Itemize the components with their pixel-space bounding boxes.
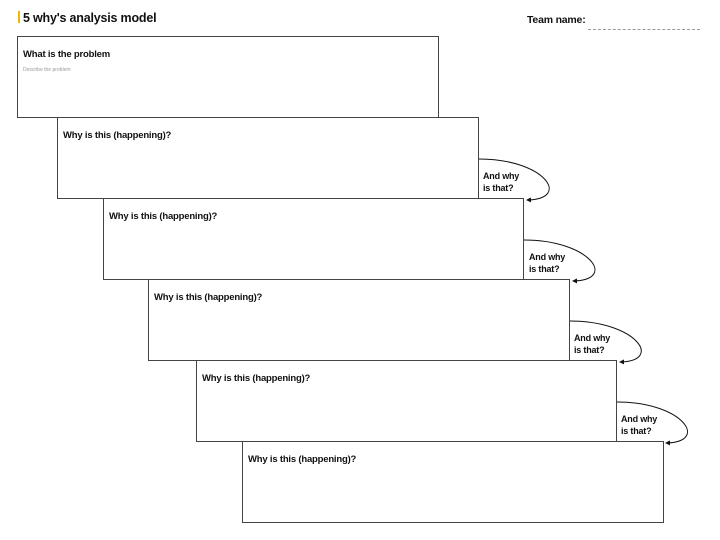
why-box-2-title: Why is this (happening)? xyxy=(109,211,218,222)
connector-label-4-line2: is that? xyxy=(621,426,652,436)
why-box-5-title: Why is this (happening)? xyxy=(248,454,357,465)
problem-title: What is the problem xyxy=(23,49,110,60)
why-box-5[interactable]: Why is this (happening)? xyxy=(242,441,664,523)
team-name-field[interactable] xyxy=(588,29,700,30)
why-box-3-title: Why is this (happening)? xyxy=(154,292,263,303)
page-title: 5 why's analysis model xyxy=(18,10,157,26)
why-box-3[interactable]: Why is this (happening)? xyxy=(148,279,570,361)
page-title-text: 5 why's analysis model xyxy=(23,11,157,25)
connector-label-3-line1: And why xyxy=(574,333,611,343)
problem-box[interactable]: What is the problem Describe the problem xyxy=(17,36,439,118)
title-accent-bar xyxy=(18,11,20,23)
connector-label-2: And why is that? xyxy=(529,251,565,275)
connector-label-2-line1: And why xyxy=(529,252,566,262)
why-box-1[interactable]: Why is this (happening)? xyxy=(57,117,479,199)
why-box-4[interactable]: Why is this (happening)? xyxy=(196,360,617,442)
why-box-2[interactable]: Why is this (happening)? xyxy=(103,198,524,280)
connector-label-4: And why is that? xyxy=(621,413,657,437)
why-box-1-title: Why is this (happening)? xyxy=(63,130,172,141)
connector-label-1-line2: is that? xyxy=(483,183,514,193)
problem-hint: Describe the problem xyxy=(23,67,71,73)
why-box-4-title: Why is this (happening)? xyxy=(202,373,311,384)
team-name-label: Team name: xyxy=(527,14,586,26)
connector-label-1: And why is that? xyxy=(483,170,519,194)
connector-label-1-line1: And why xyxy=(483,171,520,181)
connector-label-4-line1: And why xyxy=(621,414,658,424)
connector-label-2-line2: is that? xyxy=(529,264,560,274)
connector-label-3-line2: is that? xyxy=(574,345,605,355)
connector-label-3: And why is that? xyxy=(574,332,610,356)
